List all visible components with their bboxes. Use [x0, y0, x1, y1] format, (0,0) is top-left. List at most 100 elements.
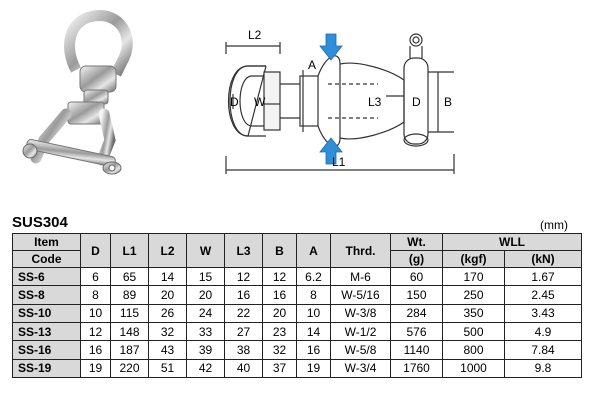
cell-kgf: 250	[442, 285, 505, 305]
header-l3: L3	[224, 233, 263, 268]
label-b: B	[444, 95, 452, 109]
header-item: Item	[12, 233, 81, 251]
header-a: A	[296, 233, 331, 268]
label-d-left: D	[230, 95, 239, 109]
cell-l3: 12	[224, 266, 263, 287]
cell-wt: 1760	[390, 358, 443, 379]
cell-d: 12	[80, 321, 111, 342]
cell-b: 23	[262, 321, 297, 342]
header-l1: L1	[110, 233, 149, 268]
cell-l2: 32	[148, 321, 187, 342]
cell-kn: 7.84	[504, 340, 582, 360]
cell-l1: 65	[110, 266, 149, 287]
cell-b: 12	[262, 266, 297, 287]
cell-a: 14	[296, 321, 331, 342]
cell-l2: 51	[148, 358, 187, 379]
cell-w: 33	[186, 321, 225, 342]
table-row: SS-16 16 187 43 39 38 32 16 W-5/8 1140 8…	[12, 340, 582, 360]
cell-l2: 20	[148, 285, 187, 305]
header-wt-unit: (g)	[390, 250, 443, 268]
label-w: W	[254, 95, 266, 109]
cell-thrd: W-3/4	[330, 358, 391, 379]
cell-wt: 1140	[390, 340, 443, 360]
table-row: SS-8 8 89 20 20 16 16 8 W-5/16 150 250 2…	[12, 285, 582, 305]
cell-l3: 38	[224, 340, 263, 360]
label-l2: L2	[248, 28, 262, 42]
cell-l1: 89	[110, 285, 149, 305]
cell-thrd: W-1/2	[330, 321, 391, 342]
cell-b: 37	[262, 358, 297, 379]
cell-l2: 43	[148, 340, 187, 360]
cell-kn: 2.45	[504, 285, 582, 305]
table-row: SS-10 10 115 26 24 22 20 10 W-3/8 284 35…	[12, 303, 582, 323]
cell-a: 19	[296, 358, 331, 379]
cell-w: 15	[186, 266, 225, 287]
cell-l3: 22	[224, 303, 263, 323]
cell-l1: 220	[110, 358, 149, 379]
cell-w: 24	[186, 303, 225, 323]
header-thrd: Thrd.	[330, 233, 391, 268]
cell-thrd: W-5/16	[330, 285, 391, 305]
cell-a: 8	[296, 285, 331, 305]
cell-wt: 576	[390, 321, 443, 342]
header-wll: WLL	[442, 233, 582, 251]
cell-l2: 14	[148, 266, 187, 287]
cell-a: 10	[296, 303, 331, 323]
cell-d: 16	[80, 340, 111, 360]
cell-thrd: W-5/8	[330, 340, 391, 360]
cell-b: 16	[262, 285, 297, 305]
cell-a: 16	[296, 340, 331, 360]
swivel-shackle-photo	[22, 10, 133, 175]
cell-code: SS-6	[12, 266, 81, 287]
cell-b: 32	[262, 340, 297, 360]
cell-kn: 4.9	[504, 321, 582, 342]
header-kn: (kN)	[504, 250, 582, 268]
label-a: A	[308, 58, 316, 72]
cell-kgf: 800	[442, 340, 505, 360]
material-heading: SUS304	[12, 214, 68, 231]
cell-kgf: 1000	[442, 358, 505, 379]
cell-b: 20	[262, 303, 297, 323]
cell-l3: 16	[224, 285, 263, 305]
header-wt: Wt.	[390, 233, 443, 251]
header-b: B	[262, 233, 297, 268]
cell-kgf: 170	[442, 266, 505, 287]
label-l3: L3	[368, 95, 382, 109]
header-l2: L2	[148, 233, 187, 268]
cell-d: 8	[80, 285, 111, 305]
cell-l3: 27	[224, 321, 263, 342]
spec-table: Item D L1 L2 W L3 B A Thrd. Wt. WLL Code…	[12, 233, 582, 379]
cell-kgf: 350	[442, 303, 505, 323]
cell-code: SS-13	[12, 321, 81, 342]
cell-code: SS-16	[12, 340, 81, 360]
cell-kgf: 500	[442, 321, 505, 342]
table-row: SS-19 19 220 51 42 40 37 19 W-3/4 1760 1…	[12, 358, 582, 379]
dimension-drawing: L2 A D W L3 D B L1	[225, 28, 455, 174]
cell-l2: 26	[148, 303, 187, 323]
cell-w: 39	[186, 340, 225, 360]
header-w: W	[186, 233, 225, 268]
cell-d: 10	[80, 303, 111, 323]
cell-a: 6.2	[296, 266, 331, 287]
cell-w: 20	[186, 285, 225, 305]
cell-wt: 150	[390, 285, 443, 305]
cell-w: 42	[186, 358, 225, 379]
unit-label: (mm)	[540, 218, 568, 232]
header-d: D	[80, 233, 111, 268]
cell-d: 19	[80, 358, 111, 379]
cell-kn: 1.67	[504, 266, 582, 287]
cell-thrd: M-6	[330, 266, 391, 287]
cell-kn: 3.43	[504, 303, 582, 323]
cell-wt: 284	[390, 303, 443, 323]
cell-l1: 187	[110, 340, 149, 360]
label-l1: L1	[332, 155, 346, 169]
cell-code: SS-8	[12, 285, 81, 305]
label-d-right: D	[412, 95, 421, 109]
table-row: SS-6 6 65 14 15 12 12 6.2 M-6 60 170 1.6…	[12, 266, 582, 287]
cell-wt: 60	[390, 266, 443, 287]
cell-code: SS-19	[12, 358, 81, 379]
cell-code: SS-10	[12, 303, 81, 323]
cell-d: 6	[80, 266, 111, 287]
cell-l1: 115	[110, 303, 149, 323]
cell-thrd: W-3/8	[330, 303, 391, 323]
